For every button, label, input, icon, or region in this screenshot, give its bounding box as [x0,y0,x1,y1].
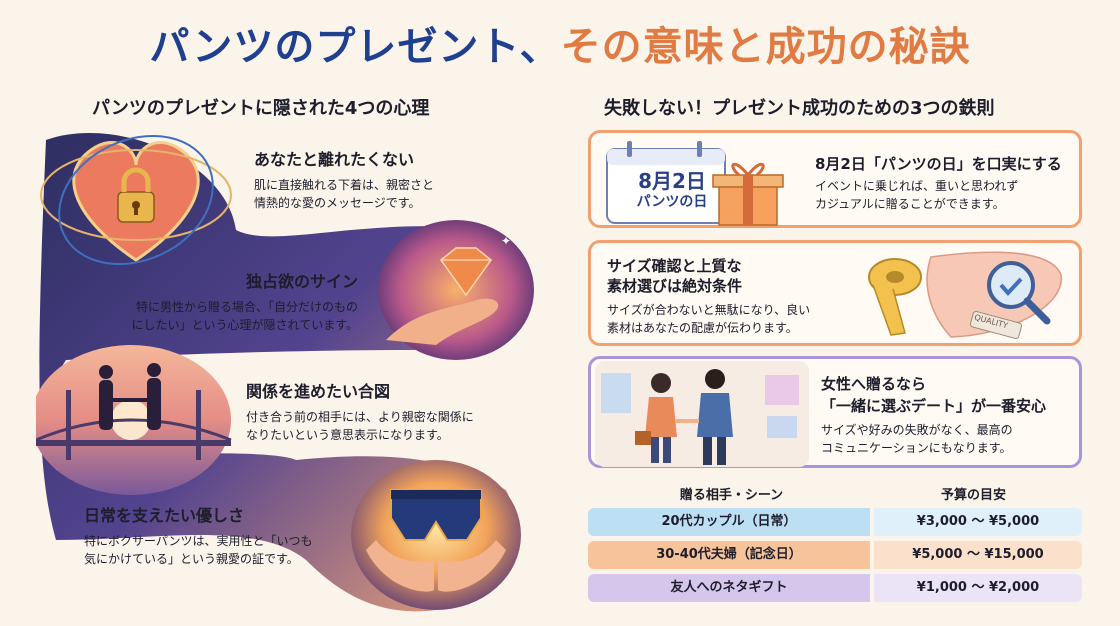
rule-card-1: 8月2日 パンツの日 8月2日「パンツの日」を口実にする イベントに乗じれば、重… [588,130,1082,228]
right-heading: 失敗しない！プレゼント成功のための3つの鉄則 [604,98,995,119]
psychology-item-1: あなたと離れたくない 肌に直接触れる下着は、親密さと 情熱的な愛のメッセージです… [254,146,434,212]
rule-card-3: 女性へ贈るなら 「一緒に選ぶデート」が一番安心 サイズや好みの失敗がなく、最高の… [588,356,1082,468]
title-part1: パンツのプレゼント、 [149,24,561,70]
rule-title: 8月2日「パンツの日」を口実にする [815,155,1062,173]
psychology-item-body: 肌に直接触れる下着は、親密さと [254,178,435,192]
psychology-item-body: 気にかけている」という親愛の証です。 [84,552,299,566]
rule-body: カジュアルに贈ることができます。 [815,197,1005,211]
rule-body: イベントに乗じれば、重いと思われず [815,179,1019,193]
table-header-scene: 贈る相手・シーン [679,488,784,503]
table-row: 30-40代夫婦（記念日） ¥5,000 〜 ¥15,000 [588,541,1082,569]
calendar-label: パンツの日 [636,194,708,210]
table-cell-budget: ¥3,000 〜 ¥5,000 [874,508,1082,536]
rule-title-line2: 素材選びは絶対条件 [607,277,743,295]
psychology-item-3: 関係を進めたい合図 付き合う前の相手には、より親密な関係に なりたいという意思表… [246,378,474,444]
table-cell-scene: 20代カップル（日常） [588,508,870,536]
psychology-item-body: 情熱的な愛のメッセージです。 [254,196,421,210]
psychology-illustration: ✦ [36,133,534,612]
psychology-item-4: 日常を支えたい優しさ 特にボクサーパンツは、実用性と「いつも 気にかけている」と… [84,502,312,568]
page-title: パンツのプレゼント、その意味と成功の秘訣 [0,14,1120,72]
psychology-item-title: 独占欲のサイン [245,272,358,291]
rule-body: サイズや好みの失敗がなく、最高の [821,423,1013,437]
psychology-item-body: なりたいという意思表示になります。 [246,428,449,442]
tape-magnifier-icon [868,251,1062,340]
rule-body: 素材はあなたの配慮が伝わります。 [607,321,798,335]
boxer-hands-icon [351,460,521,610]
title-part2: その意味と成功の秘訣 [560,24,971,70]
calendar-date: 8月2日 [638,169,706,193]
rule-body: コミュニケーションにもなります。 [821,441,1012,455]
psychology-item-title: あなたと離れたくない [254,150,415,169]
psychology-item-title: 日常を支えたい優しさ [84,506,245,525]
heart-lock-icon [40,134,232,266]
table-cell-budget: ¥5,000 〜 ¥15,000 [874,541,1082,569]
psychology-item-2: 独占欲のサイン 特に男性から贈る場合、「自分だけのもの にしたい」という心理が隠… [90,268,358,334]
calendar-gift-icon [606,141,784,226]
psychology-item-body: 付き合う前の相手には、より親密な関係に [246,410,474,424]
rule-title-line2: 「一緒に選ぶデート」が一番安心 [821,397,1047,415]
psychology-item-body: 特に男性から贈る場合、「自分だけのもの [135,300,358,314]
psychology-item-title: 関係を進めたい合図 [246,382,391,401]
table-cell-budget: ¥1,000 〜 ¥2,000 [874,574,1082,602]
gem-hand-icon: ✦ [378,220,534,360]
table-cell-scene: 友人へのネタギフト [588,574,870,602]
left-heading: パンツのプレゼントに隠された4つの心理 [92,98,430,119]
table-cell-scene: 30-40代夫婦（記念日） [588,541,870,569]
table-row: 20代カップル（日常） ¥3,000 〜 ¥5,000 [588,508,1082,536]
table-header-budget: 予算の目安 [940,488,1006,503]
psychology-item-body: 特にボクサーパンツは、実用性と「いつも [84,534,313,548]
rule-title-line1: 女性へ贈るなら [821,375,927,393]
couple-shopping-icon [595,361,809,467]
rule-card-2: サイズ確認と上質な 素材選びは絶対条件 サイズが合わないと無駄になり、良い 素材… [588,240,1082,346]
svg-text:✦: ✦ [501,234,511,248]
rule-title-line1: サイズ確認と上質な [607,257,742,275]
rule-body: サイズが合わないと無駄になり、良い [607,303,811,317]
bridge-couple-icon [36,345,232,495]
psychology-item-body: にしたい」という心理が隠されています。 [131,318,358,332]
table-row: 友人へのネタギフト ¥1,000 〜 ¥2,000 [588,574,1082,602]
